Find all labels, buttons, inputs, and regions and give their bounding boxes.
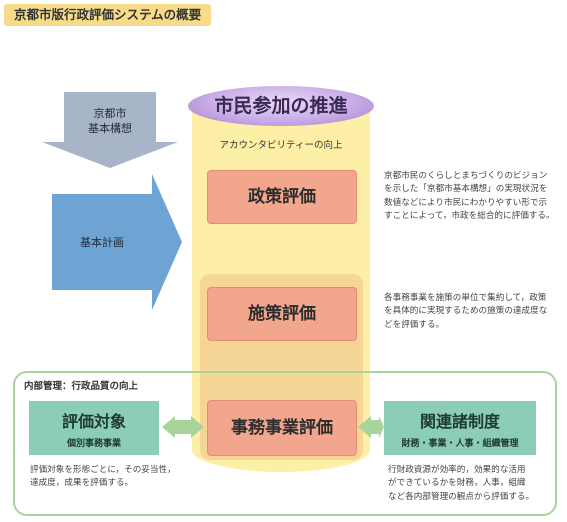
shisaku-desc-line: どを評価する。 <box>384 319 445 330</box>
kanren-seido-box: 関連諸制度 財務・事業・人事・組織管理 <box>384 401 536 455</box>
kanren-seido-sub: 財務・事業・人事・組織管理 <box>401 439 519 449</box>
accountability-label: アカウンタビリティーの向上 <box>219 140 343 151</box>
shisaku-desc-line: 各事務事業を施策の単位で集約して，政策 <box>384 293 547 303</box>
right-double-arrow-head-left <box>358 416 371 438</box>
cylinder-top <box>188 86 374 126</box>
hyouka-taishou-title: 評価対象 <box>61 412 126 431</box>
internal-management-label: 内部管理：行政品質の向上 <box>24 381 139 392</box>
kihon-kousou-line1: 京都市 <box>93 107 127 120</box>
seisaku-desc-line: を示した「京都市基本構想」の実現状況を <box>384 184 548 195</box>
left-desc-line: 評価対象を形態ごとに，その妥当性， <box>30 465 176 475</box>
seisaku-desc-line: 京都市民のくらしとまちづくりのビジョン <box>384 171 548 181</box>
left-double-arrow-head-right <box>191 416 204 438</box>
shisaku-desc-line: を具体的に実現するための施策の達成度な <box>384 306 548 317</box>
kihon-keikaku-arrow-head <box>152 174 182 310</box>
shisaku-description: 各事務事業を施策の単位で集約して，政策 を具体的に実現するための施策の達成度な … <box>384 292 564 332</box>
hyouka-taishou-box: 評価対象 個別事務事業 <box>29 401 159 455</box>
kanren-seido-title: 関連諸制度 <box>419 412 500 431</box>
right-desc-line: など各内部管理の観点から評価する。 <box>388 491 535 502</box>
kihon-kousou-arrow-body <box>64 92 156 142</box>
hyouka-taishou-sub: 個別事務事業 <box>66 439 121 449</box>
kihon-keikaku-label: 基本計画 <box>80 236 124 249</box>
right-double-arrow-shaft <box>370 420 380 434</box>
seisaku-description: 京都市民のくらしとまちづくりのビジョン を示した「京都市基本構想」の実現状況を … <box>384 170 564 223</box>
right-desc-line: 行財政資源が効率的，効果的な活用 <box>388 465 526 475</box>
kihon-kousou-line2: 基本構想 <box>88 122 132 136</box>
kanren-seido-description: 行財政資源が効率的，効果的な活用 ができているかを財務，人事，組織 など各内部管… <box>388 464 548 504</box>
left-desc-line: 達成度，成果を評価する。 <box>30 478 134 489</box>
hyouka-taishou-description: 評価対象を形態ごとに，その妥当性， 達成度，成果を評価する。 <box>30 464 230 491</box>
jimu-jigyou-hyouka-box: 事務事業評価 <box>207 400 357 456</box>
cylinder-title: 市民参加の推進 <box>214 95 348 117</box>
kihon-keikaku-arrow-body <box>52 194 152 290</box>
kihon-kousou-label: 京都市 基本構想 <box>64 106 156 137</box>
page-title: 京都市版行政評価システムの概要 <box>4 4 212 26</box>
right-desc-line: ができているかを財務，人事，組織 <box>388 478 526 489</box>
internal-management-frame <box>13 371 557 516</box>
seisaku-hyouka-box: 政策評価 <box>207 170 357 224</box>
right-double-arrow-head-right <box>379 416 384 438</box>
shisaku-hyouka-box: 施策評価 <box>207 287 357 341</box>
left-double-arrow-head-left <box>162 416 175 438</box>
seisaku-desc-line: 数値などにより市民にわかりやすい形で示 <box>384 197 548 208</box>
kihon-kousou-arrow-head <box>42 142 178 168</box>
seisaku-desc-line: すことによって，市政を総合的に評価する。 <box>384 210 555 221</box>
left-double-arrow-shaft <box>174 420 192 434</box>
